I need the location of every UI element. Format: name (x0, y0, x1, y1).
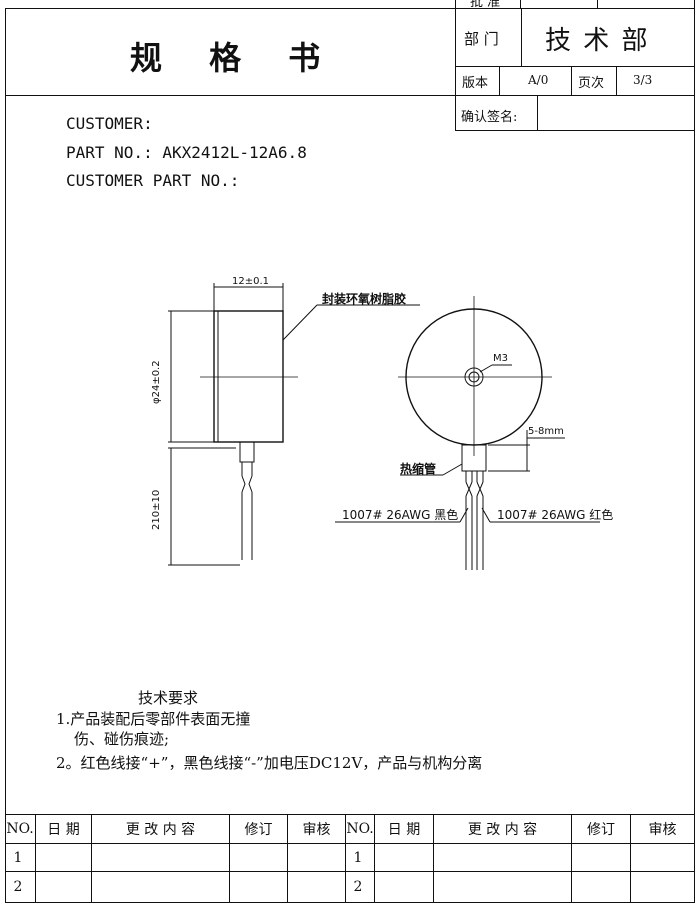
table-header-review-2: 审核 (648, 822, 677, 838)
part-no: PART NO.: AKX2412L-12A6.8 (66, 143, 307, 162)
table-header-review: 审核 (302, 822, 331, 838)
header-bottom (5, 95, 455, 96)
gap-label: 5-8mm (528, 426, 564, 437)
wire-red-label: 1007# 26AWG 红色 (497, 508, 614, 522)
motor-side-body (213, 310, 284, 443)
table-header-date: 日 期 (47, 822, 80, 838)
hdr-v2 (571, 66, 572, 95)
dept-value: 技 术 部 (545, 26, 650, 56)
front-shrink-tube (461, 444, 487, 472)
requirement-2: 2。红色线接“+”，黑色线接“-”加电压DC12V，产品与机构分离 (56, 754, 483, 772)
customer-label: CUSTOMER: (66, 114, 153, 133)
table-row-2-no-2: 2 (353, 879, 363, 895)
table-header-content-2: 更 改 内 容 (467, 822, 538, 838)
page-label: 页次 (578, 76, 605, 91)
requirements-title: 技术要求 (138, 689, 199, 707)
dim-diameter-label: φ24±0.2 (151, 360, 162, 404)
frame-top (5, 8, 695, 9)
customer-part-no: CUSTOMER PART NO.: (66, 171, 240, 190)
top-cut-label: 批 准 (470, 0, 501, 10)
hdr-v1 (499, 66, 500, 95)
frame-left (5, 8, 6, 903)
table-row-1-no-2: 1 (353, 849, 363, 866)
right-header-top-cut (455, 0, 456, 8)
hdr-dept-divider (521, 8, 522, 66)
hdr-row1-bottom (455, 66, 695, 67)
right-cut-1 (520, 0, 521, 8)
hdr-row3-bottom (455, 130, 695, 131)
table-header-revise: 修订 (244, 822, 273, 838)
epoxy-label: 封装环氧树脂胶 (322, 292, 407, 306)
table-header-date-2: 日 期 (387, 822, 421, 838)
table-header-content: 更 改 内 容 (125, 822, 196, 838)
header-divider (455, 0, 456, 130)
confirm-label: 确认签名: (461, 110, 518, 125)
shrink-tube-label: 热缩管 (400, 462, 437, 476)
thread-label: M3 (493, 353, 508, 364)
table-row-1-no: 1 (13, 849, 23, 866)
version-label: 版本 (462, 76, 489, 91)
requirement-1b: 伤、碰伤痕迹; (74, 730, 170, 748)
hdr-v3 (616, 66, 617, 95)
page-title: 规 格 书 (130, 39, 339, 77)
table-row-2-no: 2 (13, 879, 23, 895)
hdr-row2-bottom (455, 95, 695, 96)
table-header-revise-2: 修订 (587, 822, 615, 838)
hdr-v4 (537, 95, 538, 130)
right-cut-2 (597, 0, 598, 8)
frame-right (694, 0, 695, 903)
page-value: 3/3 (633, 73, 653, 87)
wire-black-label: 1007# 26AWG 黑色 (342, 508, 459, 522)
table-header-no-2: NO. (346, 821, 374, 837)
table-header-no: NO. (6, 821, 34, 837)
dept-label: 部 门 (464, 30, 499, 48)
side-shrink-tube (239, 441, 255, 463)
version-value: A/0 (528, 73, 549, 87)
requirement-1a: 1.产品装配后零部件表面无撞 (56, 710, 251, 728)
dim-length-label: 12±0.1 (232, 276, 270, 287)
dim-wire-label: 210±10 (151, 489, 162, 530)
